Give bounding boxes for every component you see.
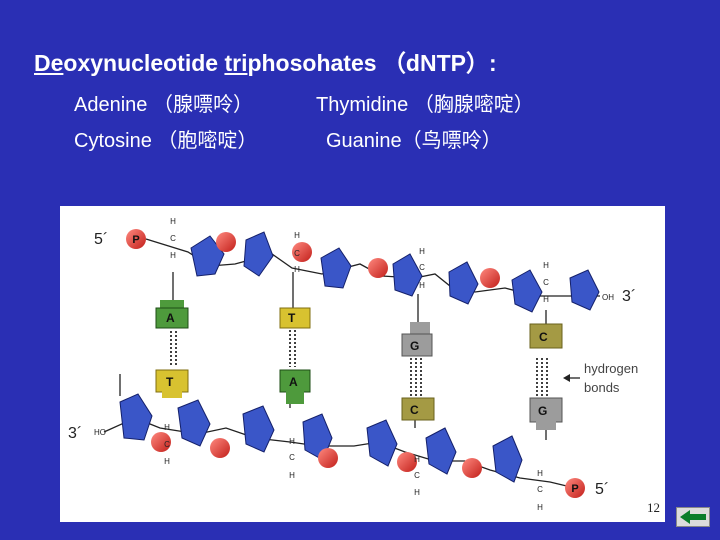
atom-h: H — [164, 423, 170, 432]
atom-h: H — [419, 247, 425, 256]
atom-h: H — [164, 457, 170, 466]
guanine-label: Guanine（鸟嘌呤） — [326, 130, 502, 152]
hydrogen-bonds-label-2: bonds — [584, 380, 620, 395]
atom-h: H — [414, 488, 420, 497]
phosphate-bottom-2 — [210, 438, 230, 458]
atom-c: C — [419, 263, 425, 272]
hch-groups: H C H H C H H C H H C H H C H H C H H C … — [164, 217, 549, 512]
sugar-bottom-3 — [242, 405, 275, 453]
phosphate-bottom-4 — [397, 452, 417, 472]
thymidine-label: Thymidine （胸腺嘧啶） — [316, 94, 534, 116]
atom-h: H — [289, 437, 295, 446]
hydrogen-bond-dots — [170, 330, 548, 396]
phosphate-top-3 — [368, 258, 388, 278]
base-g-top: G — [410, 339, 419, 353]
atom-h: H — [414, 455, 420, 464]
top-strand-sugars — [190, 231, 600, 313]
phosphate-balls — [126, 229, 585, 498]
phosphate-bottom-1 — [151, 432, 171, 452]
label-ho: HO — [94, 428, 106, 437]
sugar-top-3 — [320, 247, 352, 289]
base-a-top-left: A — [166, 311, 175, 325]
atom-c: C — [170, 234, 176, 243]
atom-c: C — [289, 453, 295, 462]
title-part-ntp: NTP）: — [419, 50, 497, 76]
sugar-top-2 — [243, 231, 274, 277]
atom-h: H — [170, 217, 176, 226]
atom-c: C — [164, 440, 170, 449]
atom-h: H — [543, 261, 549, 270]
base-blocks: A T T A G C C G — [155, 300, 563, 430]
label-3prime-left: 3´ — [68, 425, 82, 442]
dna-diagram: P P 5´ 3´ 3´ 5´ OH HO H C H H C H H C H … — [60, 206, 665, 522]
sugar-top-5 — [448, 261, 479, 305]
sugar-bottom-2 — [177, 399, 211, 447]
page-number: 12 — [647, 500, 660, 515]
base-c-bottom: C — [410, 403, 419, 417]
sugar-bottom-6 — [425, 427, 457, 475]
base-t-top: T — [288, 311, 296, 325]
hydrogen-bonds-label-1: hydrogen — [584, 361, 638, 376]
phosphate-p-bottom — [565, 478, 585, 498]
atom-h: H — [289, 471, 295, 480]
atom-c: C — [414, 471, 420, 480]
atom-h: H — [170, 251, 176, 260]
phosphate-top-2 — [292, 242, 312, 262]
atom-h: H — [537, 469, 543, 478]
adenine-label: Adenine （腺嘌呤） — [74, 94, 253, 116]
phosphate-bottom-5 — [462, 458, 482, 478]
sugar-top-6 — [511, 269, 543, 313]
slide-title: Deoxynucleotide triphosohates （dNTP）: — [34, 44, 497, 78]
cytosine-label: Cytosine （胞嘧啶） — [74, 130, 258, 152]
sugar-top-1 — [190, 235, 225, 277]
title-part-oxynucleotide: oxynucleotide — [63, 50, 225, 76]
label-5prime-top: 5´ — [94, 231, 108, 248]
base-c-top: C — [539, 330, 548, 344]
phosphate-p-bottom-label: P — [571, 483, 578, 495]
atom-c: C — [543, 278, 549, 287]
phosphate-top-1 — [216, 232, 236, 252]
atom-h: H — [543, 295, 549, 304]
hydrogen-bonds-arrowhead — [563, 374, 570, 382]
title-part-de: De — [34, 50, 64, 76]
bottom-strand-sugars — [119, 393, 523, 483]
atom-h: H — [537, 503, 543, 512]
label-3prime-right: 3´ — [622, 288, 636, 305]
phosphate-p-top — [126, 229, 146, 249]
phosphate-bottom-3 — [318, 448, 338, 468]
phosphate-p-top-label: P — [132, 234, 139, 246]
phosphate-top-4 — [480, 268, 500, 288]
base-t-bottom-left: T — [166, 375, 174, 389]
sugar-bottom-5 — [366, 419, 398, 467]
sugar-top-4 — [392, 253, 423, 297]
atom-c: C — [537, 485, 543, 494]
atom-h: H — [419, 281, 425, 290]
base-g-bottom: G — [538, 404, 547, 418]
label-oh: OH — [602, 293, 614, 302]
sugar-bottom-1 — [119, 393, 153, 441]
sugar-top-7 — [569, 269, 600, 311]
label-5prime-bottom: 5´ — [595, 481, 609, 498]
atom-h: H — [294, 231, 300, 240]
atom-c: C — [294, 249, 300, 258]
base-a-bottom: A — [289, 375, 298, 389]
title-part-phosohates: phosohates （d — [247, 50, 420, 76]
title-part-tri: tri — [224, 50, 248, 76]
sugar-bottom-7 — [492, 435, 523, 483]
back-arrow-icon[interactable] — [676, 507, 710, 527]
atom-h: H — [294, 265, 300, 274]
